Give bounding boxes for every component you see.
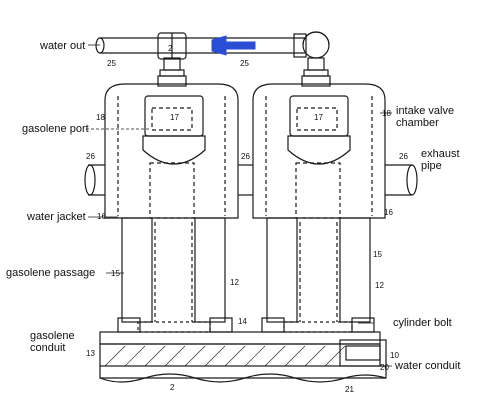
- ref-18-left: 18: [96, 113, 105, 122]
- ref-17-left: 17: [170, 113, 179, 122]
- right-cylinder: [252, 83, 386, 219]
- label-gasolene-conduit-line1: gasolene: [30, 330, 75, 342]
- ref-26-right: 26: [399, 152, 408, 161]
- label-intake-valve-chamber: intake valve chamber: [396, 105, 454, 129]
- ref-13: 13: [86, 349, 95, 358]
- label-water-jacket: water jacket: [27, 211, 86, 223]
- ref-26-left: 26: [86, 152, 95, 161]
- label-water-out: water out: [40, 40, 86, 52]
- ref-14: 14: [238, 317, 247, 326]
- ref-15-left: 15: [111, 269, 120, 278]
- leader-lines: [86, 44, 392, 367]
- cylinder-bolts: [117, 317, 375, 333]
- ref-25-left: 25: [107, 59, 116, 68]
- ref-10: 10: [390, 351, 399, 360]
- ref-15-right: 15: [373, 250, 382, 259]
- label-exhaust-pipe-line2: pipe: [421, 160, 442, 172]
- label-intake-valve-chamber-line2: chamber: [396, 117, 439, 129]
- water-out-pipe: [95, 31, 330, 60]
- ref-26-mid: 26: [241, 152, 250, 161]
- flow-arrow: [211, 35, 256, 56]
- exhaust-pipe: [84, 164, 418, 196]
- label-intake-valve-chamber-line1: intake valve: [396, 105, 455, 117]
- ref-12-right: 12: [375, 281, 384, 290]
- label-gasolene-passage: gasolene passage: [6, 267, 96, 279]
- label-exhaust-pipe-line1: exhaust: [421, 148, 460, 160]
- label-gasolene-conduit-line2: conduit: [30, 342, 66, 354]
- ref-12-left: 12: [230, 278, 239, 287]
- ref-20: 20: [380, 363, 389, 372]
- left-cylinder: [104, 83, 239, 219]
- label-cylinder-bolt: cylinder bolt: [393, 317, 452, 329]
- ref-16-right: 16: [384, 208, 393, 217]
- ref-17-right: 17: [314, 113, 323, 122]
- pipe-necks: [157, 57, 331, 87]
- ref-18-right: 18: [382, 109, 391, 118]
- label-exhaust-pipe: exhaust pipe: [421, 148, 460, 172]
- ref-25-right: 25: [240, 59, 249, 68]
- label-water-conduit: water conduit: [395, 360, 461, 372]
- label-gasolene-port: gasolene port: [22, 123, 89, 135]
- ref-2-top: 2: [168, 44, 173, 53]
- ref-21: 21: [345, 385, 354, 394]
- ref-2-bottom: 2: [170, 383, 175, 392]
- label-gasolene-conduit: gasolene conduit: [30, 330, 75, 354]
- columns: [121, 217, 371, 323]
- ref-16-left: 16: [97, 212, 106, 221]
- base-plate: [99, 331, 387, 383]
